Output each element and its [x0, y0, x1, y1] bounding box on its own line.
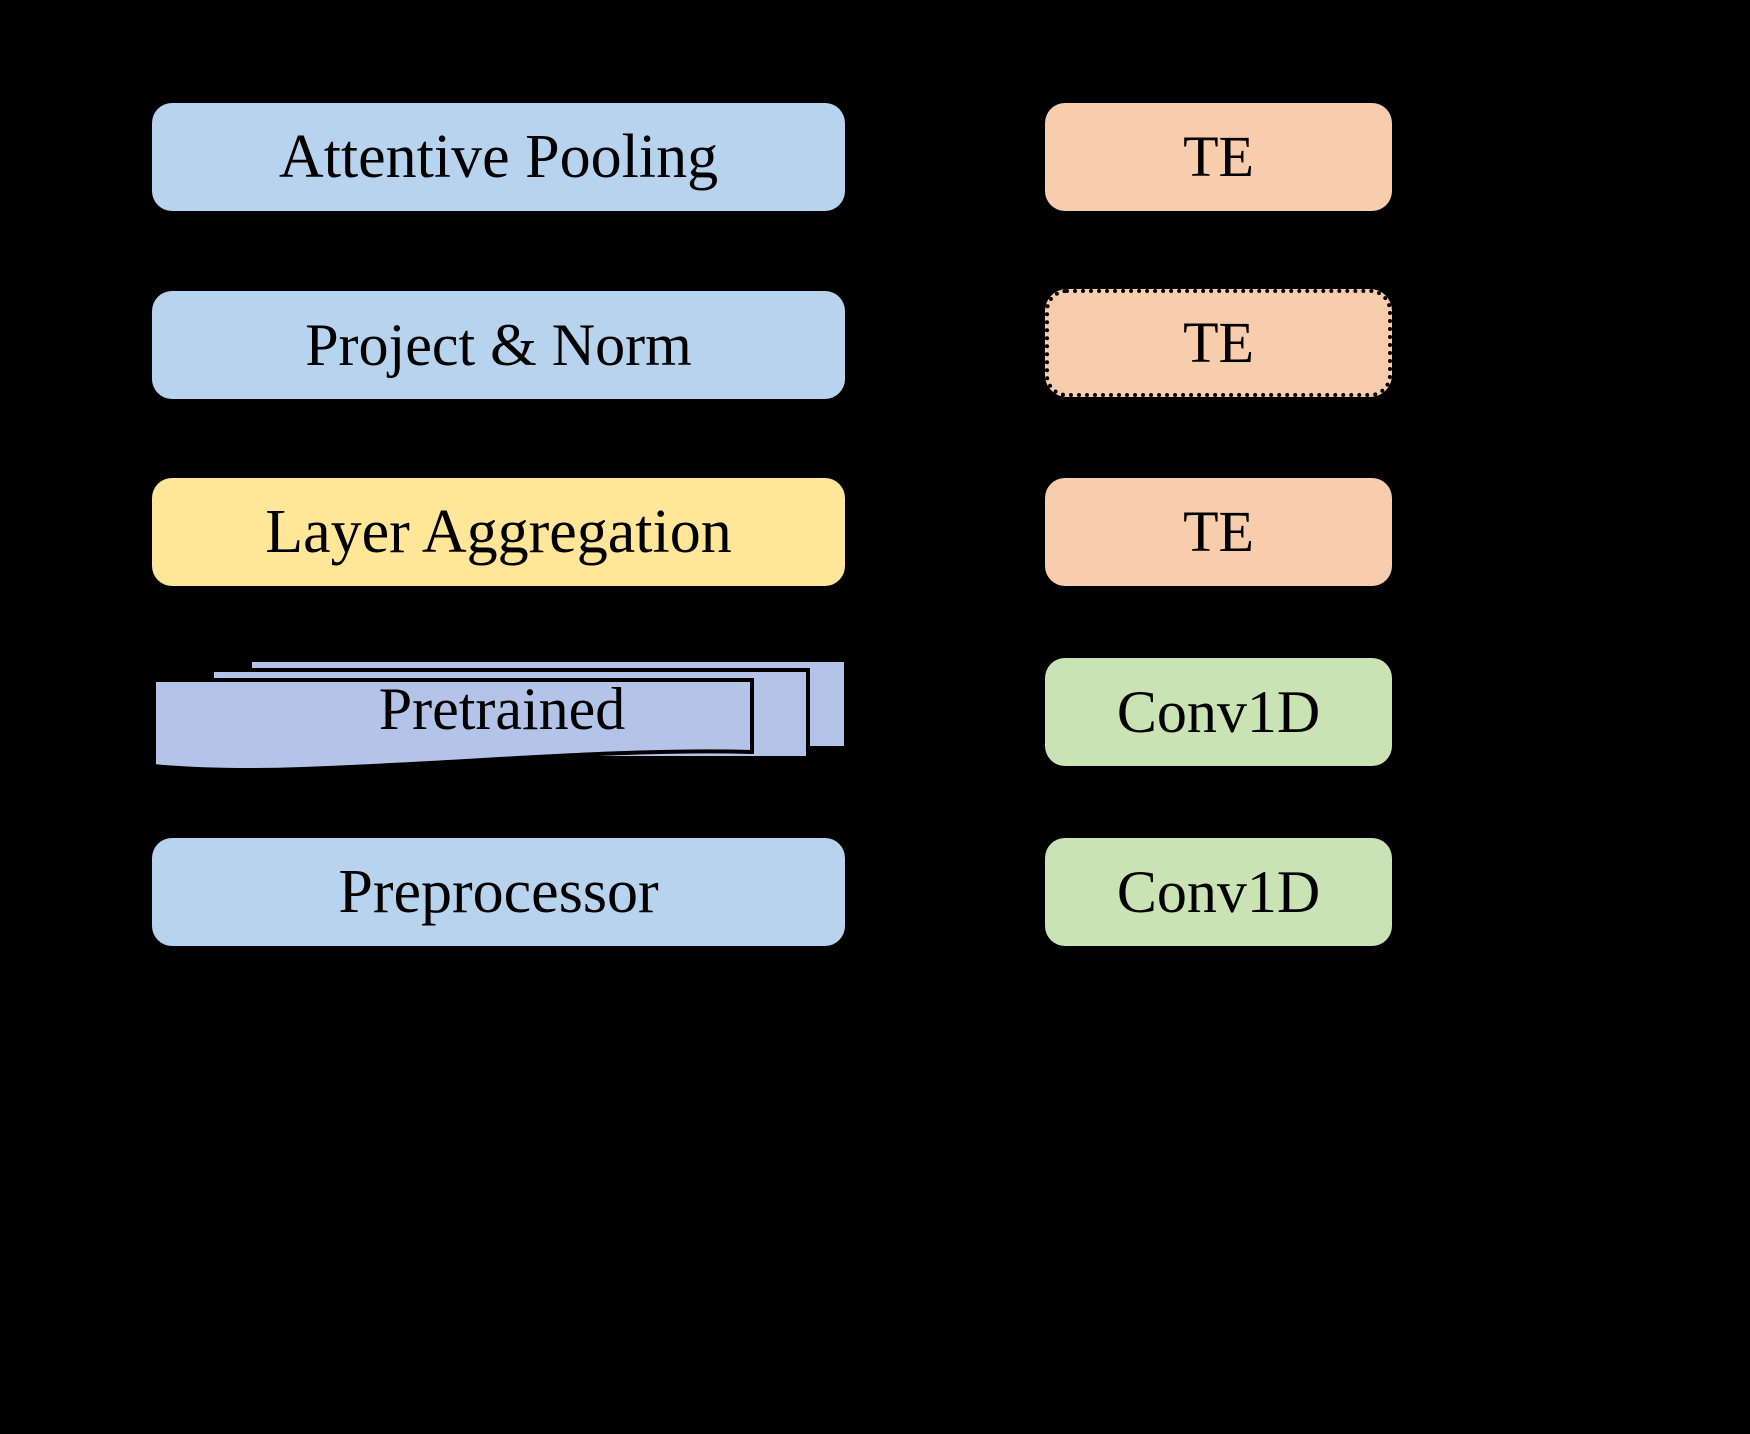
block-te-3[interactable]: TE [1045, 478, 1392, 586]
block-label-te-2: TE [1183, 310, 1254, 375]
block-label-attentive-pooling: Attentive Pooling [278, 123, 719, 191]
pretrained-sheet-front [152, 678, 754, 772]
block-pretrained[interactable]: Pretrained [152, 648, 852, 773]
block-label-te-1: TE [1183, 124, 1254, 189]
block-label-te-3: TE [1183, 499, 1254, 564]
block-label-preprocessor: Preprocessor [338, 858, 659, 926]
block-attentive-pooling[interactable]: Attentive Pooling [152, 103, 845, 211]
block-conv1d-1[interactable]: Conv1D [1045, 658, 1392, 766]
block-label-conv1d-1: Conv1D [1116, 679, 1321, 745]
block-project-and-norm[interactable]: Project & Norm [152, 291, 845, 399]
block-te-2[interactable]: TE [1045, 289, 1392, 397]
pretrained-sheets-icon [152, 658, 848, 772]
block-layer-aggregation[interactable]: Layer Aggregation [152, 478, 845, 586]
block-label-layer-aggregation: Layer Aggregation [265, 498, 732, 566]
block-label-project-and-norm: Project & Norm [305, 312, 692, 378]
block-label-conv1d-2: Conv1D [1116, 859, 1321, 925]
block-preprocessor[interactable]: Preprocessor [152, 838, 845, 946]
block-te-1[interactable]: TE [1045, 103, 1392, 211]
block-conv1d-2[interactable]: Conv1D [1045, 838, 1392, 946]
